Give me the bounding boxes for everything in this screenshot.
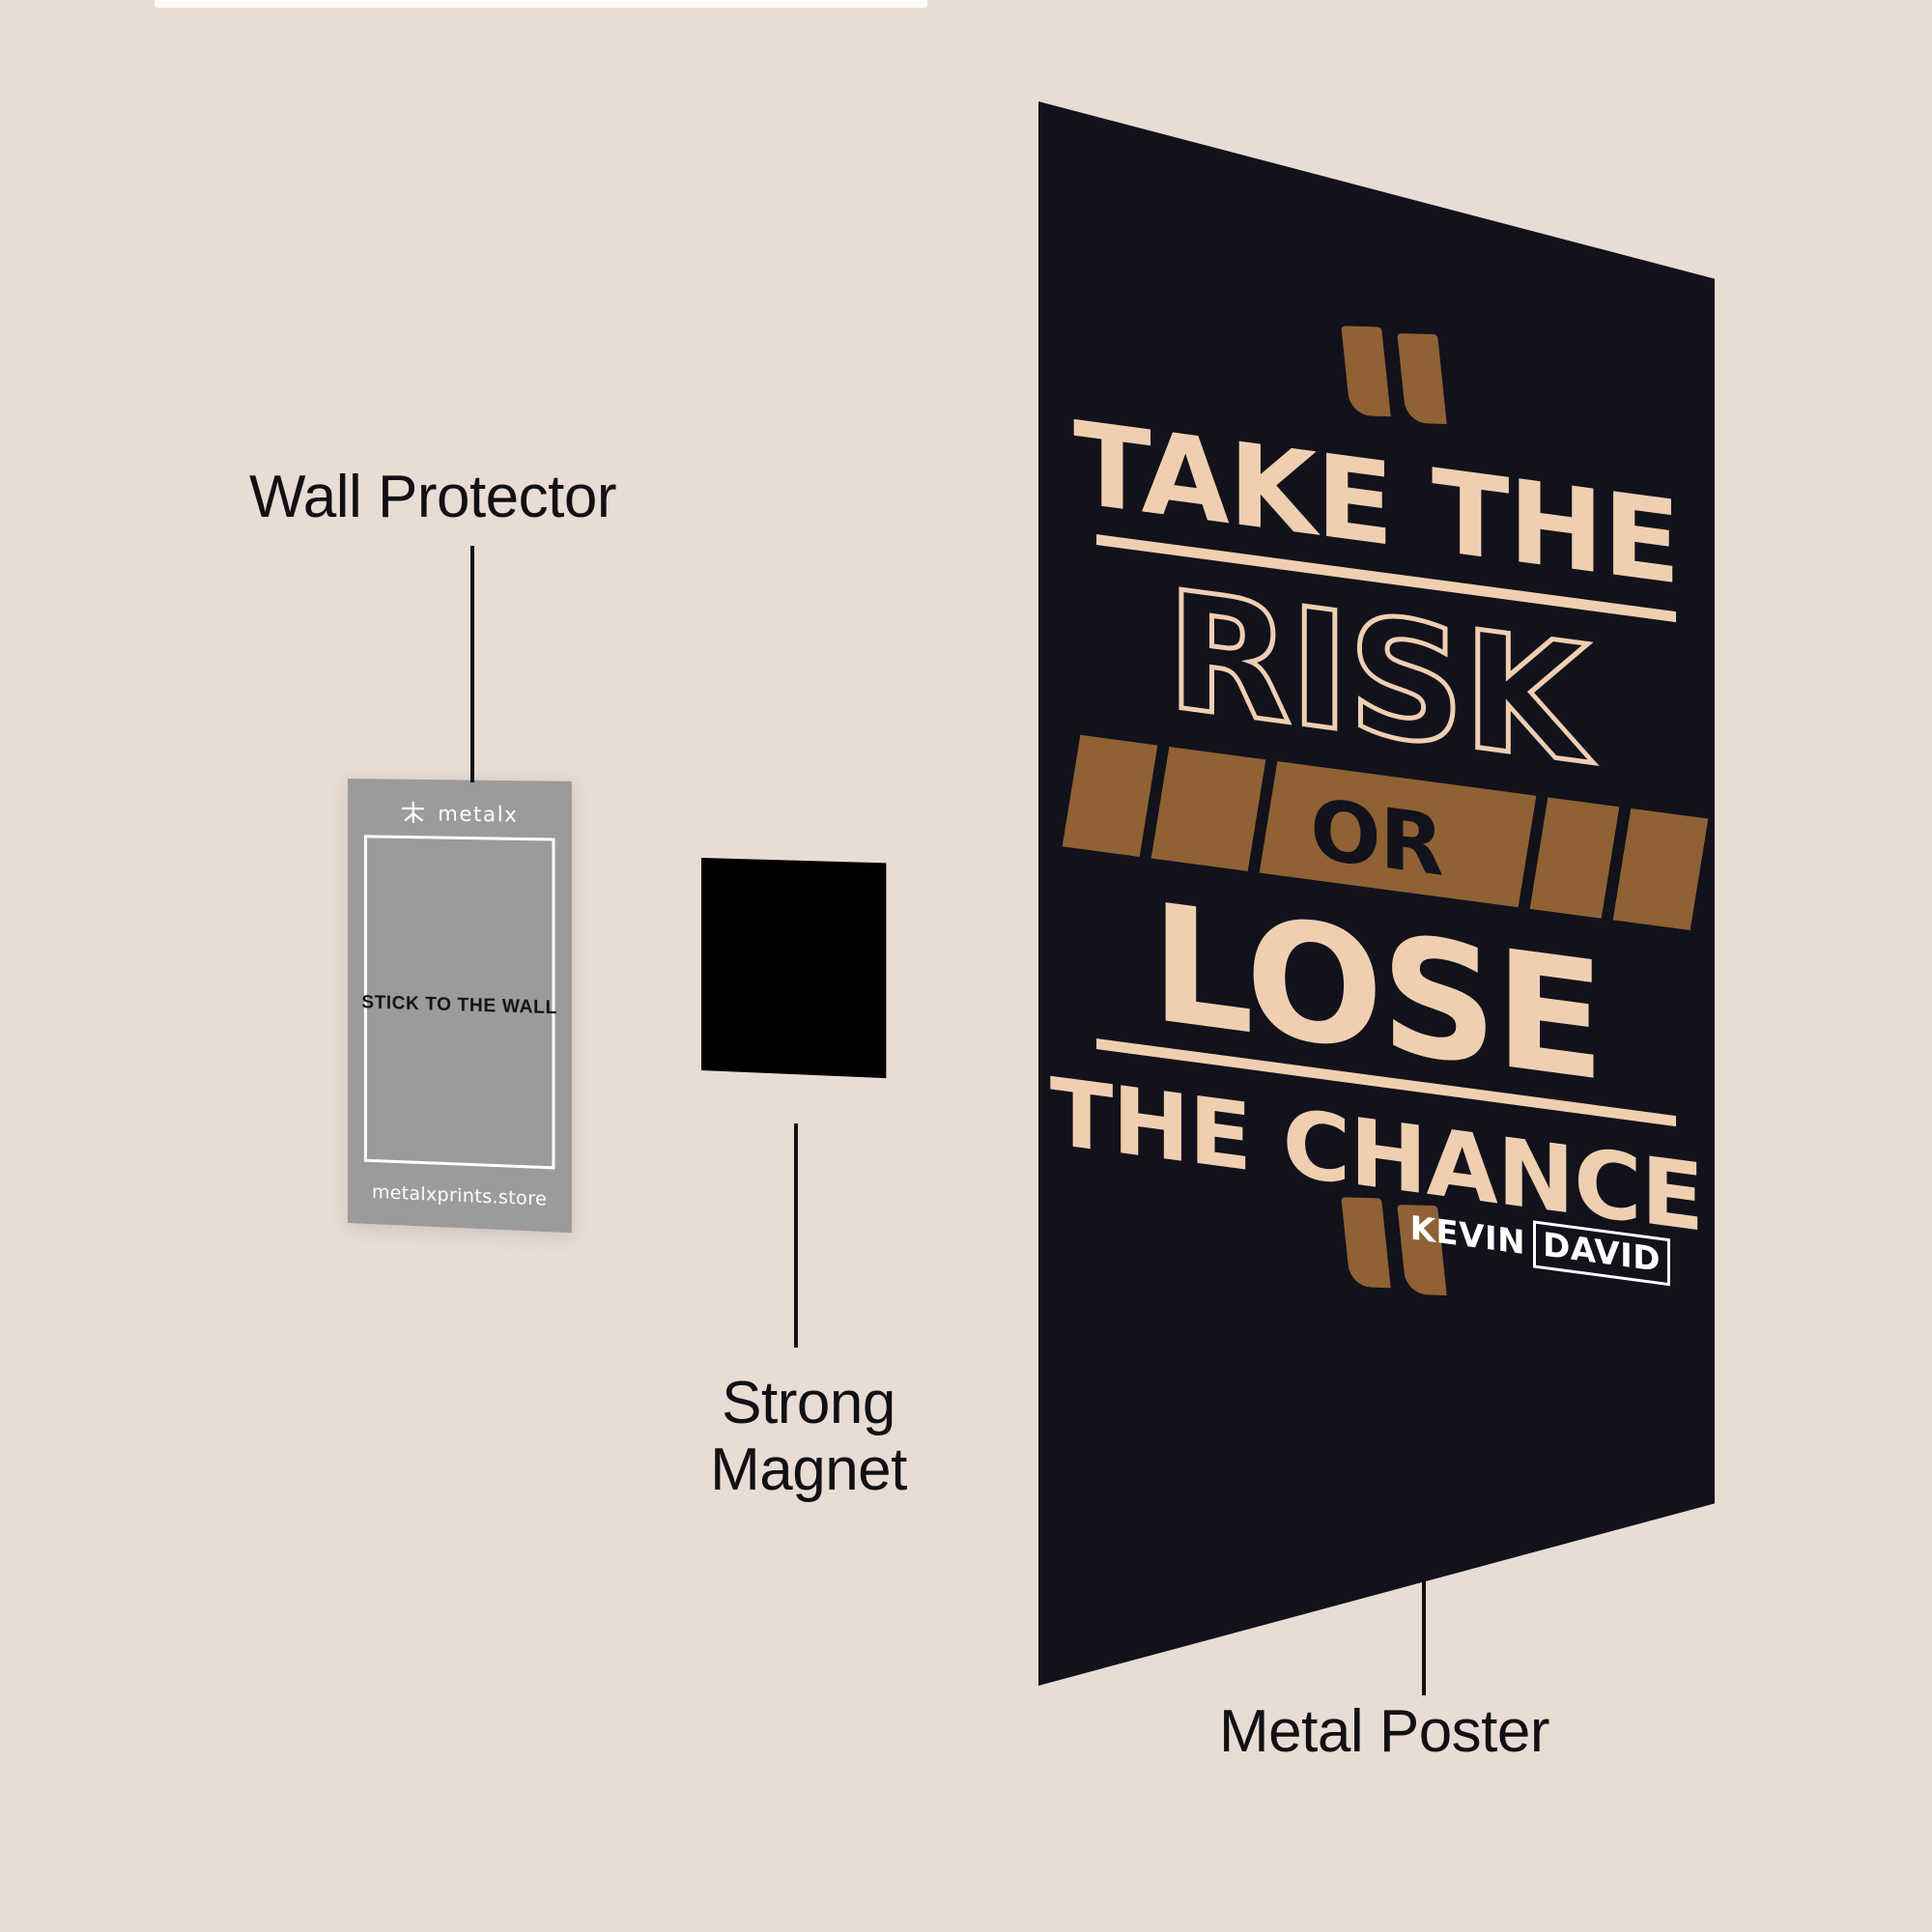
metal-poster-panel: TAKE THE RISK OR LOSE THE CHANCE <box>1038 101 1715 1686</box>
leader-line-metal-poster <box>1422 1541 1426 1695</box>
label-wall-protector: Wall Protector <box>249 464 617 530</box>
brand-row: metalx <box>348 800 572 829</box>
strong-magnet-square <box>701 858 887 1079</box>
label-metal-poster: Metal Poster <box>1219 1698 1550 1765</box>
label-strong-magnet: Strong Magnet <box>710 1370 907 1504</box>
brand-name: metalx <box>438 802 519 827</box>
wall-protector-card: metalx STICK TO THE WALL metalxprints.st… <box>348 779 572 1234</box>
top-edge-strip <box>155 0 927 8</box>
leader-line-wall-protector <box>470 546 474 782</box>
poster-surface: TAKE THE RISK OR LOSE THE CHANCE <box>1038 101 1715 1686</box>
metalx-logo-icon <box>400 801 429 827</box>
open-quote-icon <box>1341 324 1447 425</box>
poster-artwork: TAKE THE RISK OR LOSE THE CHANCE <box>1038 101 1715 1686</box>
store-url: metalxprints.store <box>371 1181 548 1210</box>
leader-line-strong-magnet <box>794 1123 798 1348</box>
